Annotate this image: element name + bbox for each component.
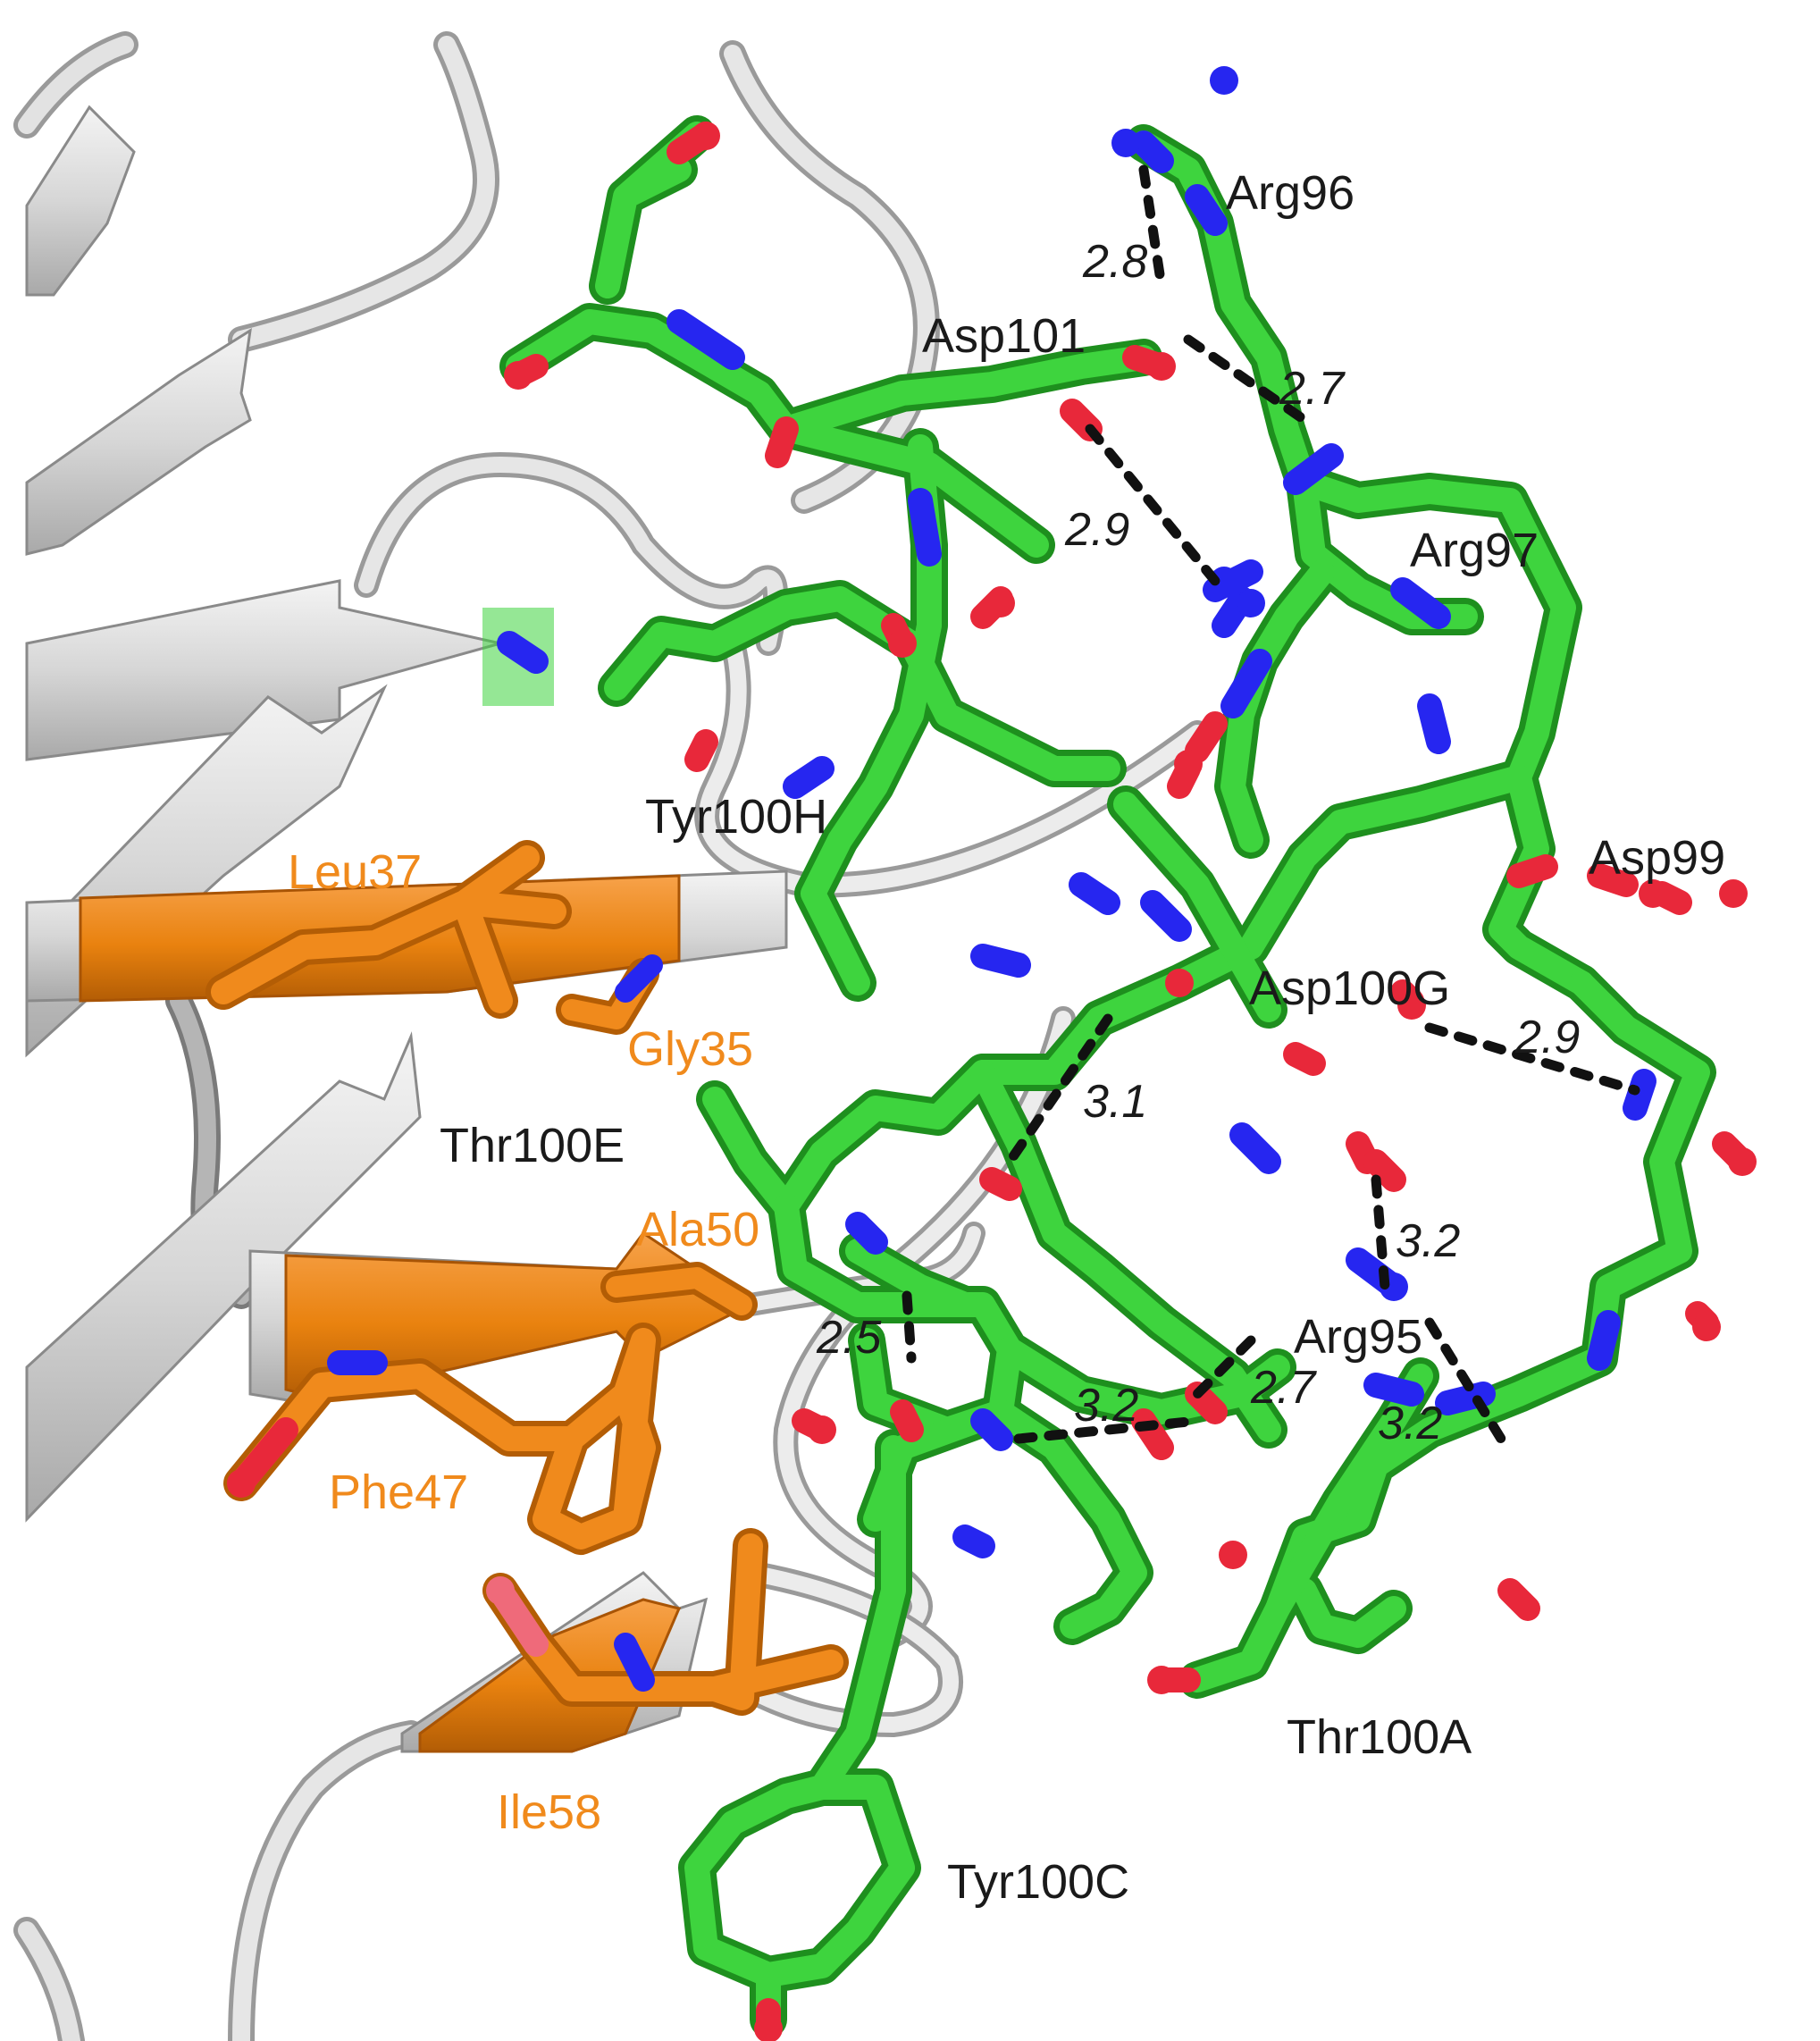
- atom-caps: [227, 66, 1757, 2041]
- distance-asp100g-arg95: 3.2: [1396, 1215, 1460, 1267]
- label-asp99: Asp99: [1589, 831, 1725, 885]
- strand-top-left: [25, 105, 136, 297]
- strand-diag-lower: [25, 1031, 422, 1523]
- hbond-thr100e: [1004, 1013, 1113, 1167]
- label-leu37: Leu37: [288, 845, 422, 899]
- strand-middle-wide: [25, 579, 501, 761]
- distance-asp101-arg97a: 2.7: [1279, 363, 1346, 415]
- label-arg96: Arg96: [1226, 166, 1355, 220]
- label-ile58: Ile58: [497, 1785, 601, 1839]
- distance-asp101-arg97b: 2.9: [1064, 504, 1129, 556]
- label-phe47: Phe47: [329, 1466, 468, 1519]
- label-asp101: Asp101: [922, 309, 1086, 363]
- hbond-backbone: [1013, 1415, 1203, 1444]
- ala50-sticks: [600, 1262, 758, 1321]
- gly35-sticks: [556, 954, 663, 1035]
- label-tyr100c: Tyr100C: [947, 1855, 1129, 1909]
- distance-arg95-a: 2.7: [1250, 1362, 1317, 1414]
- distance-thr100e: 3.1: [1083, 1076, 1147, 1128]
- hydrogen-bonds: [902, 164, 1640, 1444]
- label-tyr100h: Tyr100H: [645, 790, 827, 844]
- strand-upper-left: [25, 328, 252, 556]
- hbond-asp101-arg97a: [1183, 334, 1310, 425]
- label-asp100g: Asp100G: [1249, 962, 1450, 1015]
- ile58-sticks: [482, 1528, 849, 1716]
- label-thr100e: Thr100E: [440, 1119, 625, 1172]
- label-thr100a: Thr100A: [1287, 1710, 1472, 1764]
- hbond-ala50: [902, 1290, 917, 1364]
- distance-arg95-b: 3.2: [1378, 1398, 1442, 1449]
- hbond-asp100g-asp99: [1424, 1022, 1640, 1096]
- hbond-arg96: [1138, 164, 1167, 291]
- label-gly35: Gly35: [627, 1022, 753, 1076]
- label-arg95: Arg95: [1294, 1310, 1422, 1364]
- leu37-sticks: [205, 840, 572, 1019]
- distance-asp100g-asp99: 2.9: [1514, 1012, 1580, 1063]
- label-arg97: Arg97: [1410, 524, 1539, 577]
- hbond-arg95-b: [1424, 1317, 1506, 1444]
- residue-labels: Arg96 Asp101 Arg97 Tyr100H Asp99 Leu37 G…: [288, 166, 1725, 1909]
- hbond-asp100g-arg95: [1371, 1174, 1390, 1292]
- distance-arg96: 2.8: [1082, 236, 1147, 288]
- hbond-asp101-arg97b: [1085, 424, 1220, 586]
- phe47-sticks: [223, 1323, 661, 1555]
- distance-backbone: 3.2: [1074, 1380, 1138, 1432]
- distance-labels: 2.8 2.7 2.9 2.9 3.1 3.2 2.5 2.7 3.2 3.2: [816, 236, 1580, 1449]
- label-ala50: Ala50: [636, 1203, 759, 1256]
- distance-ala50: 2.5: [816, 1312, 882, 1364]
- cdr-h3-residues: [227, 66, 1757, 2041]
- hbond-arg95-a: [1183, 1335, 1256, 1408]
- framework-residues: [205, 840, 849, 1716]
